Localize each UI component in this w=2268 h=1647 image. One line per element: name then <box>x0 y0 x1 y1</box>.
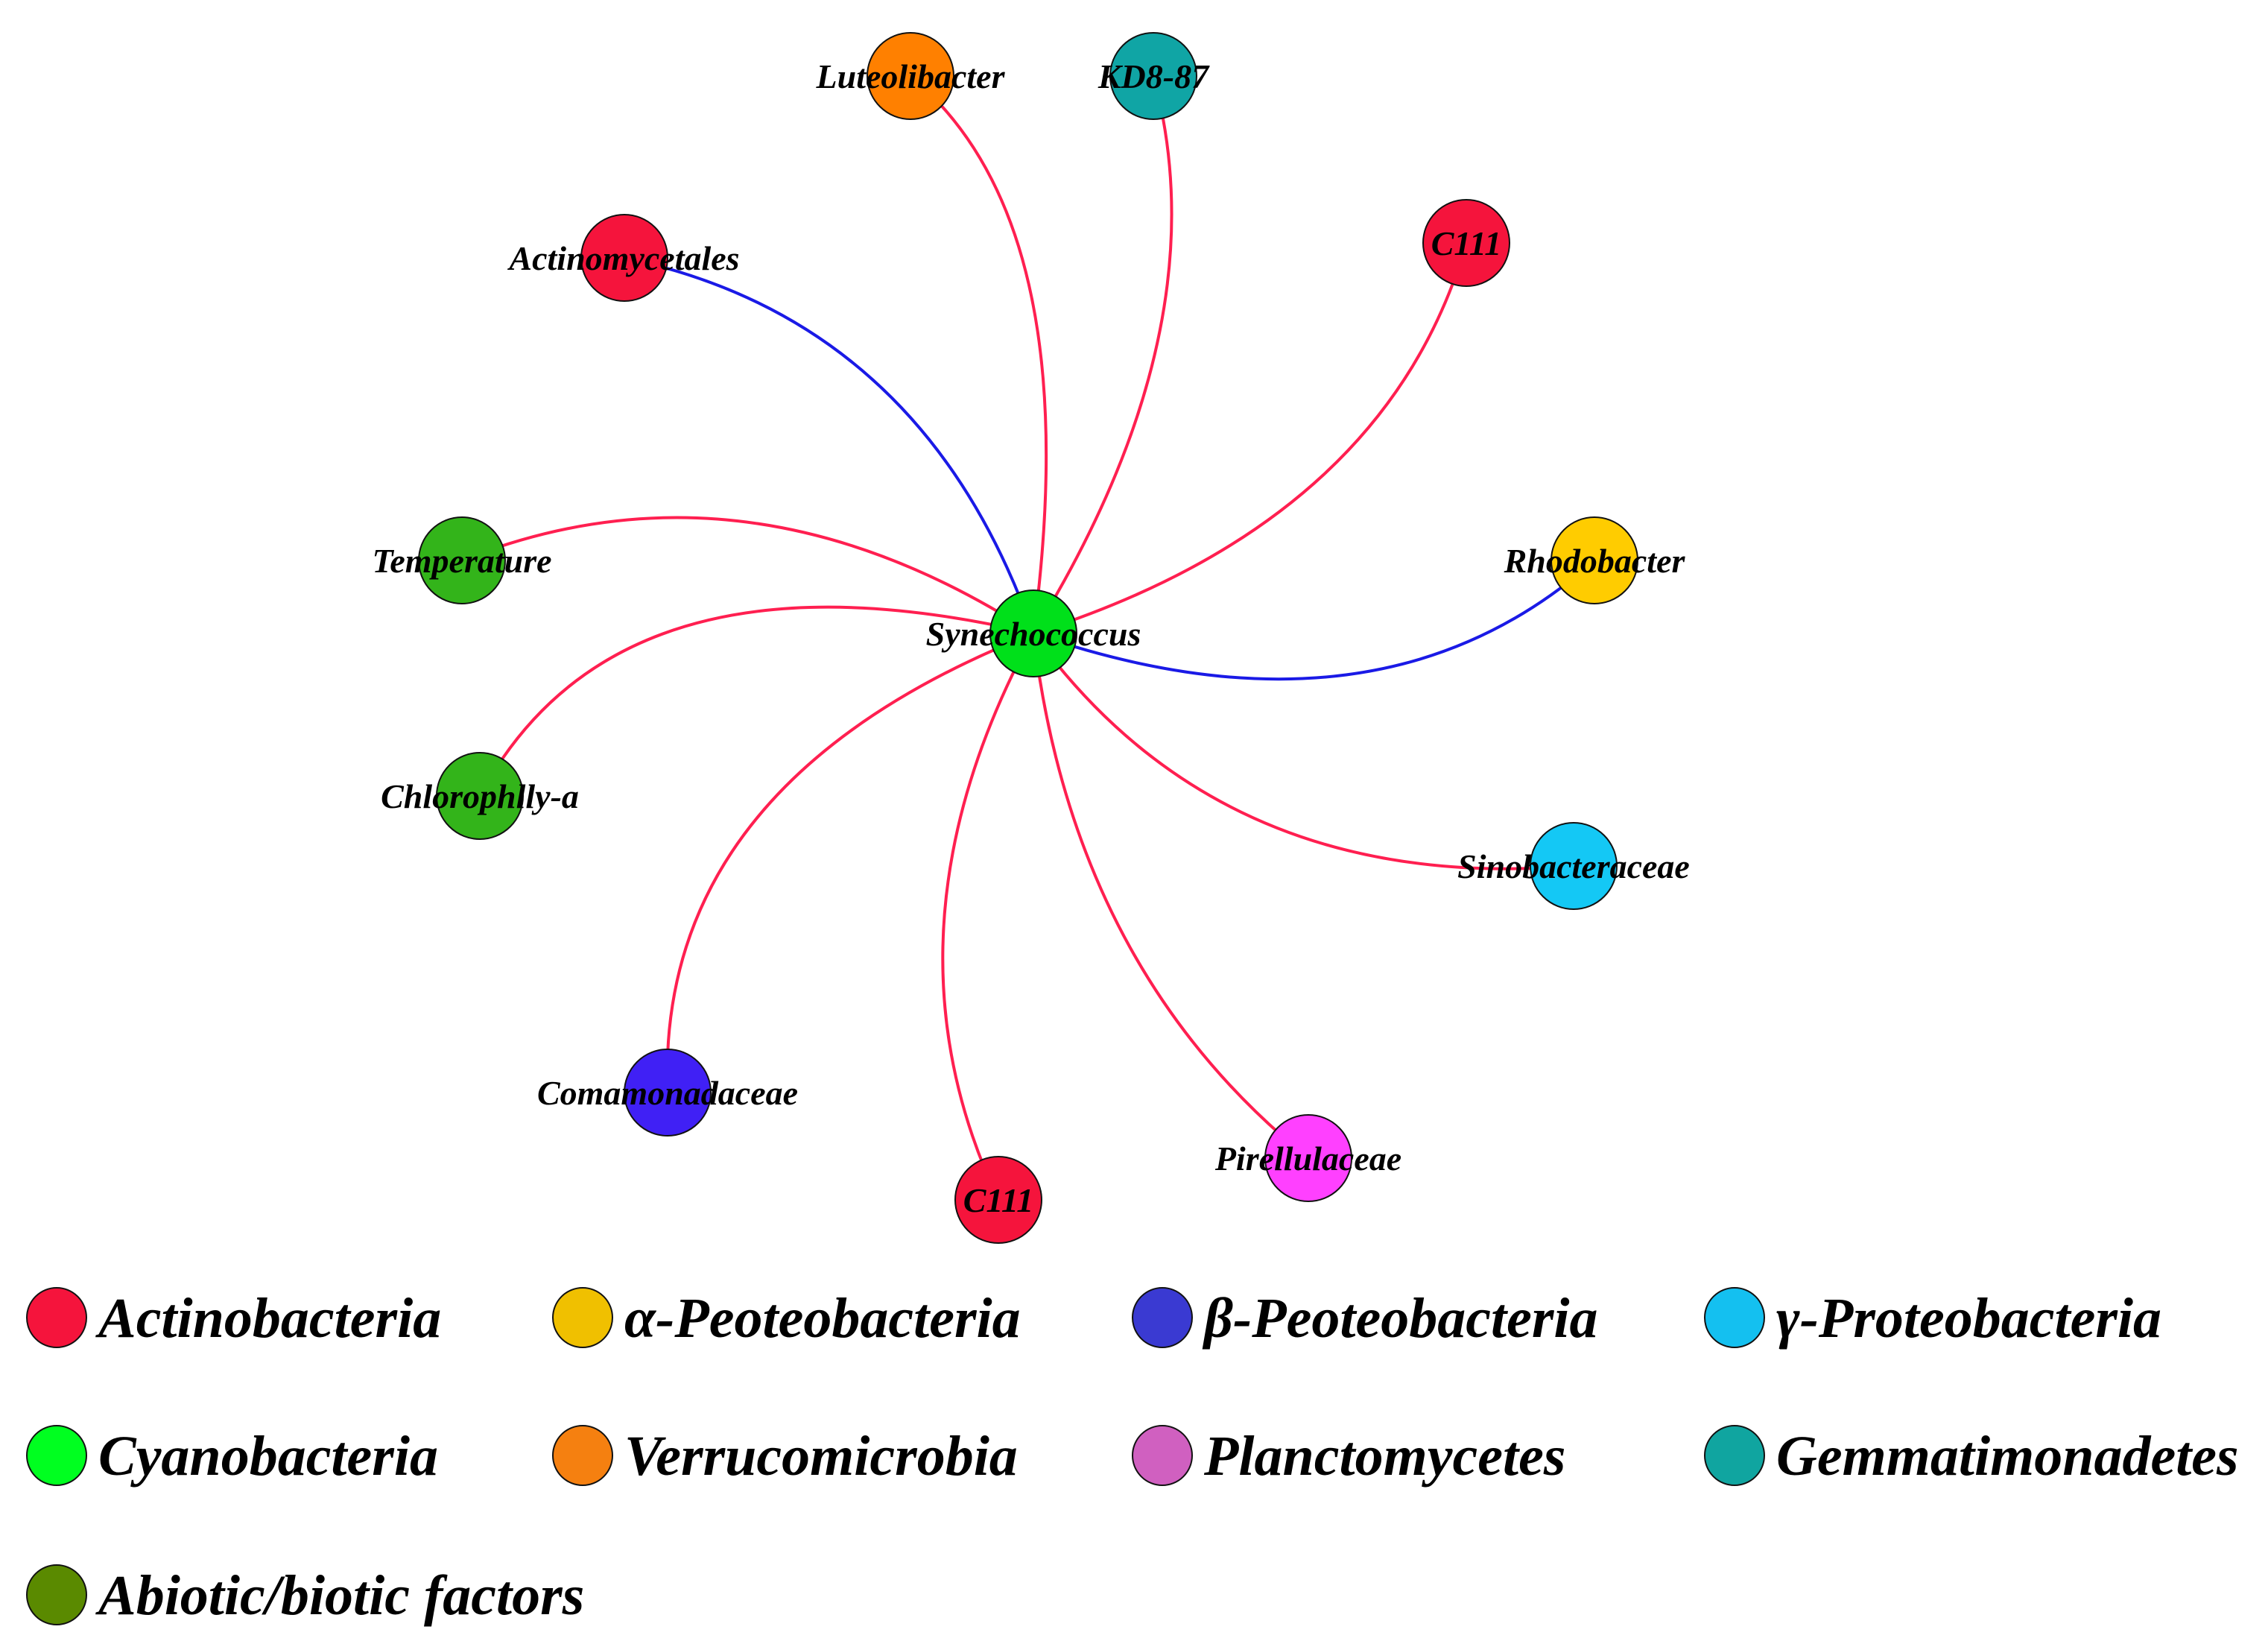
node-pirellulaceae[interactable]: Pirellulaceae <box>1214 1114 1401 1202</box>
node-c111-top[interactable]: C111 <box>1422 199 1510 287</box>
node-rhodobacter-circle <box>1550 516 1638 604</box>
legend-swatch <box>552 1425 613 1486</box>
node-sinobacteraceae-circle <box>1530 822 1618 910</box>
legend-item: Planctomycetes <box>1132 1425 1565 1488</box>
legend-label: γ-Proteobacteria <box>1776 1287 2161 1350</box>
node-comamonadaceae-label: Comamonadaceae <box>537 1074 798 1112</box>
legend-item: α-Peoteobacteria <box>552 1287 1021 1350</box>
legend-label: Cyanobacteria <box>98 1425 438 1488</box>
node-luteolibacter-circle <box>867 32 954 120</box>
legend-item: Gemmatimonadetes <box>1704 1425 2239 1488</box>
node-kd8-87-circle <box>1109 32 1197 120</box>
node-rhodobacter[interactable]: Rhodobacter <box>1504 516 1686 604</box>
edge-synechococcus-luteolibacter <box>909 75 1048 634</box>
legend-item: β-Peoteobacteria <box>1132 1287 1598 1350</box>
node-luteolibacter[interactable]: Luteolibacter <box>816 32 1006 120</box>
legend-label: β-Peoteobacteria <box>1202 1287 1598 1350</box>
node-c111-top-circle <box>1422 199 1510 287</box>
node-c111-bottom-label: C111 <box>963 1181 1034 1219</box>
legend-item: Verrucomicrobia <box>552 1425 1018 1488</box>
node-comamonadaceae[interactable]: Comamonadaceae <box>537 1049 798 1137</box>
legend-swatch <box>1132 1425 1193 1486</box>
edge-synechococcus-pirellulaceae <box>1032 633 1310 1160</box>
node-temperature[interactable]: Temperature <box>372 516 552 604</box>
legend-item: Cyanobacteria <box>26 1425 438 1488</box>
edge-synechococcus-comamonadaceae <box>665 632 1034 1093</box>
legend-label: Gemmatimonadetes <box>1776 1425 2239 1488</box>
legend-item: Abiotic/biotic factors <box>26 1564 584 1627</box>
node-sinobacteraceae-label: Sinobacteraceae <box>1457 847 1690 885</box>
edge-synechococcus-c111-top <box>1033 242 1468 635</box>
node-sinobacteraceae[interactable]: Sinobacteraceae <box>1457 822 1690 910</box>
legend-swatch <box>1132 1287 1193 1348</box>
node-c111-top-label: C111 <box>1431 224 1502 262</box>
edges-layer <box>461 75 1596 1201</box>
legend: Actinobacteria α-Peoteobacteria β-Peoteoba… <box>26 1287 2239 1627</box>
legend-label: Abiotic/biotic factors <box>95 1564 584 1627</box>
node-temperature-label: Temperature <box>372 542 551 580</box>
legend-item: γ-Proteobacteria <box>1704 1287 2161 1350</box>
node-rhodobacter-label: Rhodobacter <box>1504 542 1686 580</box>
node-actinomycetales-circle <box>580 214 668 302</box>
edge-synechococcus-rhodobacter <box>1033 559 1596 681</box>
node-chlorophlly-a[interactable]: Chlorophlly-a <box>381 752 579 840</box>
legend-swatch <box>552 1287 613 1348</box>
node-luteolibacter-label: Luteolibacter <box>816 57 1006 95</box>
node-pirellulaceae-label: Pirellulaceae <box>1214 1139 1401 1177</box>
node-c111-bottom[interactable]: C111 <box>954 1156 1042 1244</box>
legend-label: Planctomycetes <box>1203 1425 1565 1488</box>
edge-synechococcus-kd8-87 <box>1032 75 1173 635</box>
node-chlorophlly-a-circle <box>436 752 524 840</box>
edge-synechococcus-temperature <box>461 516 1035 635</box>
legend-label: Verrucomicrobia <box>624 1425 1018 1488</box>
node-synechococcus[interactable]: Synechococcus <box>926 589 1141 677</box>
edge-synechococcus-chlorophlly-a <box>478 605 1034 797</box>
node-pirellulaceae-circle <box>1264 1114 1352 1202</box>
edge-synechococcus-actinomycetales <box>624 256 1035 634</box>
legend-swatch <box>1704 1425 1765 1486</box>
node-chlorophlly-a-label: Chlorophlly-a <box>381 777 579 815</box>
node-actinomycetales-label: Actinomycetales <box>507 239 739 277</box>
edge-synechococcus-sinobacteraceae <box>1032 632 1574 870</box>
legend-label: Actinobacteria <box>95 1287 441 1350</box>
edge-synechococcus-c111-bottom <box>941 633 1035 1201</box>
node-actinomycetales[interactable]: Actinomycetales <box>507 214 740 302</box>
legend-swatch <box>26 1425 87 1486</box>
node-kd8-87-label: KD8-87 <box>1097 57 1210 95</box>
node-synechococcus-label: Synechococcus <box>926 615 1141 653</box>
legend-swatch <box>1704 1287 1765 1348</box>
legend-swatch <box>26 1287 87 1348</box>
legend-swatch <box>26 1564 87 1625</box>
legend-item: Actinobacteria <box>26 1287 441 1350</box>
node-comamonadaceae-circle <box>624 1049 712 1137</box>
legend-label: α-Peoteobacteria <box>624 1287 1021 1350</box>
node-kd8-87[interactable]: KD8-87 <box>1097 32 1210 120</box>
node-c111-bottom-circle <box>954 1156 1042 1244</box>
node-temperature-circle <box>418 516 506 604</box>
node-synechococcus-circle <box>989 589 1077 677</box>
